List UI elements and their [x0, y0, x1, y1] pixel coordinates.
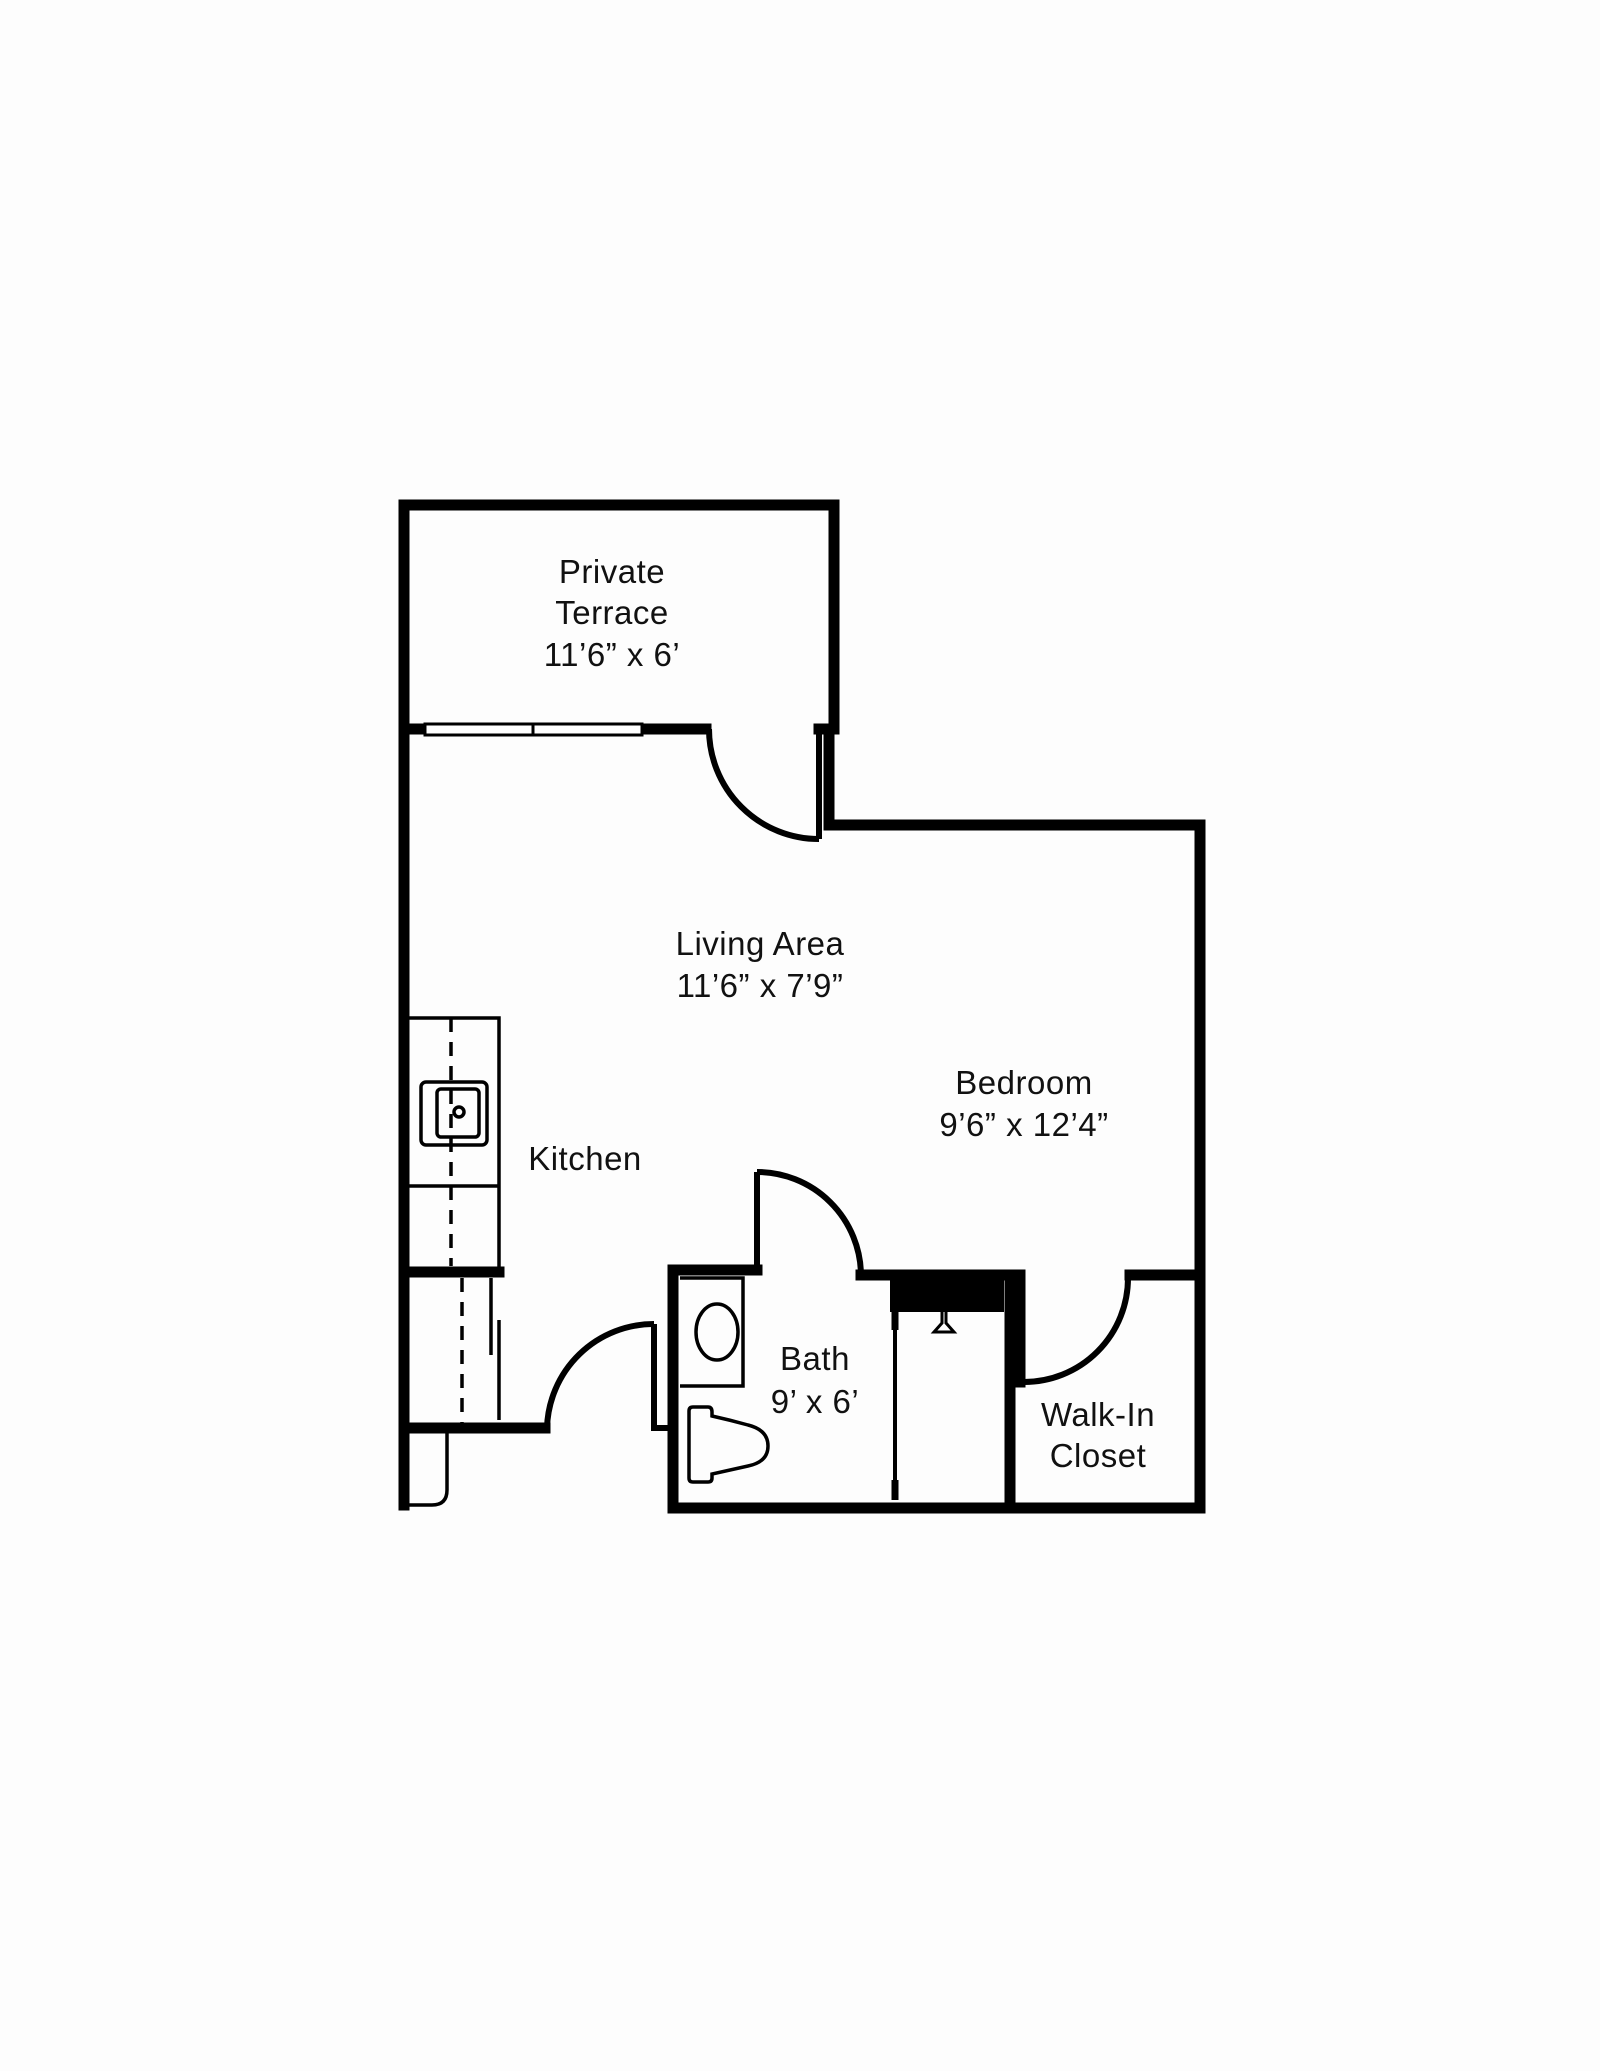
room-label-kitchen: Kitchen [528, 1140, 642, 1177]
room-label-living: Living Area [676, 925, 845, 962]
room-label-bath: Bath [780, 1340, 850, 1377]
room-dims-terrace: 11’6” x 6’ [544, 636, 680, 673]
door-swing-icon [706, 723, 835, 842]
room-dims-bath: 9’ x 6’ [771, 1383, 859, 1420]
room-dims-bedroom: 9’6” x 12’4” [939, 1106, 1108, 1143]
kitchen-counter [403, 1016, 505, 1425]
room-dims-living: 11’6” x 7’9” [677, 967, 844, 1004]
door-swing-icon [1023, 1277, 1131, 1385]
room-label-closet-line2: Closet [1050, 1437, 1147, 1474]
bath-sink-icon [680, 1276, 745, 1388]
room-label-closet: Walk-In [1041, 1396, 1155, 1433]
bath-walls [667, 1169, 1026, 1514]
toilet-icon [687, 1405, 770, 1484]
terrace-divider-wall [398, 722, 712, 737]
refrigerator-icon [460, 1278, 501, 1425]
terrace-walls [398, 499, 840, 1511]
entry-walls [403, 1321, 673, 1507]
room-label-bedroom: Bedroom [955, 1064, 1092, 1101]
sink-icon [419, 1080, 489, 1147]
closet-walls [1014, 1269, 1206, 1388]
outer-walls [667, 723, 1206, 1514]
shower-head-icon [930, 1312, 958, 1334]
door-swing-icon [544, 1321, 673, 1431]
room-label-terrace-line2: Terrace [555, 594, 669, 631]
room-label-terrace: Private [559, 553, 665, 590]
